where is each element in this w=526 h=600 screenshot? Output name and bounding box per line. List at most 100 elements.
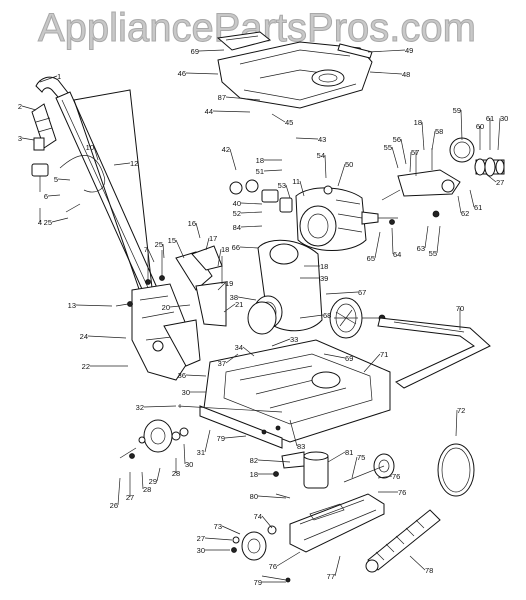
part-number-c71: 71	[380, 350, 388, 359]
part-number-c67: 67	[358, 288, 366, 297]
part-number-c58: 58	[435, 127, 443, 136]
leader-line-c21	[223, 303, 236, 313]
part-number-c75: 75	[357, 453, 365, 462]
pedal-lever	[175, 245, 227, 327]
leader-line-c56	[400, 138, 407, 165]
leader-line-c76c	[276, 551, 301, 567]
part-number-c27c: 27	[496, 178, 504, 187]
part-number-c82: 82	[250, 456, 258, 465]
cord-hook	[31, 103, 57, 149]
leader-line-c11	[299, 180, 305, 197]
part-number-c37: 37	[218, 359, 226, 368]
bottom-plate	[289, 493, 385, 553]
part-number-c56: 56	[393, 135, 401, 144]
part-number-c80: 80	[250, 492, 258, 501]
part-number-c6: 6	[44, 192, 48, 201]
part-number-c54: 54	[317, 151, 325, 160]
leader-line-c66	[239, 246, 259, 249]
part-number-c43: 43	[318, 135, 326, 144]
hood-cover	[217, 41, 373, 109]
hood-trim	[337, 43, 373, 59]
leader-line-c73	[221, 525, 241, 535]
leader-line-c15	[175, 239, 185, 259]
leader-line-c53	[285, 184, 291, 199]
part-number-c79b: 79	[254, 578, 262, 587]
part-number-c65: 65	[367, 254, 375, 263]
leader-line-c25b	[162, 243, 165, 259]
leader-line-c17	[205, 237, 210, 251]
leader-line-c29	[156, 467, 161, 482]
part-number-c46: 46	[178, 69, 186, 78]
part-number-c17: 17	[209, 234, 217, 243]
leader-line-c3	[21, 137, 35, 141]
part-number-c63: 63	[417, 244, 425, 253]
leader-line-c37	[225, 353, 239, 364]
part-number-c10: 10	[86, 143, 94, 152]
misc-screws	[261, 425, 291, 583]
hood-lid-top	[216, 31, 272, 51]
rear-wheel-right	[329, 297, 386, 339]
motor-belt-ring	[247, 301, 277, 335]
part-number-c30a: 30	[182, 388, 190, 397]
part-number-c30c: 30	[197, 546, 205, 555]
leader-line-c74	[261, 515, 273, 529]
leader-line-c76a	[377, 475, 393, 479]
leader-line-c20	[169, 304, 191, 308]
power-cord	[59, 155, 106, 213]
leader-line-c18e	[421, 121, 425, 151]
leader-line-c84	[240, 225, 263, 228]
leader-line-c36	[185, 374, 207, 377]
rear-wheel-left	[119, 419, 189, 459]
part-number-c72: 72	[457, 406, 465, 415]
leader-line-c64	[391, 227, 394, 255]
part-number-c27b: 27	[197, 534, 205, 543]
leader-line-c30b	[183, 443, 186, 465]
part-number-c18e: 18	[414, 118, 422, 127]
part-number-c20: 20	[162, 303, 170, 312]
part-number-c11: 11	[292, 177, 300, 186]
leader-line-c78	[409, 555, 426, 571]
part-number-c40: 40	[233, 199, 241, 208]
leader-line-c43	[295, 137, 319, 140]
part-number-c34: 34	[235, 343, 243, 352]
part-number-c27a: 27	[126, 493, 134, 502]
leader-line-c75	[351, 456, 358, 479]
leader-line-c71	[363, 353, 381, 373]
part-number-c57: 57	[411, 148, 419, 157]
leader-line-c55b	[436, 225, 441, 254]
leader-line-c1	[39, 75, 58, 83]
handle-tube	[55, 89, 159, 299]
leader-line-c30d	[497, 117, 501, 151]
part-number-c73: 73	[214, 522, 222, 531]
leader-line-c69b	[323, 353, 346, 359]
agitator-brush	[365, 509, 441, 573]
part-number-c76a: 76	[392, 472, 400, 481]
part-number-c16: 16	[188, 219, 196, 228]
leader-line-c63	[424, 225, 429, 249]
belt-ring	[449, 137, 475, 163]
part-number-c42: 42	[222, 145, 230, 154]
leader-line-c12	[113, 162, 131, 166]
part-number-c24: 24	[80, 332, 88, 341]
leader-line-c83	[289, 419, 298, 447]
part-number-c7: 7	[144, 245, 148, 254]
part-number-c39: 39	[320, 274, 328, 283]
part-number-c55a: 55	[384, 143, 392, 152]
leader-line-c28b	[141, 471, 144, 490]
part-number-c1: 1	[57, 72, 61, 81]
leader-line-c57	[409, 151, 412, 173]
leader-line-c42	[229, 148, 237, 171]
part-number-c84: 84	[233, 223, 241, 232]
part-number-c62: 62	[461, 209, 469, 218]
motor-assembly	[295, 187, 398, 251]
leader-line-c69a	[198, 49, 225, 52]
leader-line-c87	[225, 96, 261, 101]
part-number-c18a: 18	[221, 245, 229, 254]
part-number-c76c: 76	[269, 562, 277, 571]
part-number-c87: 87	[218, 93, 226, 102]
leader-line-c54	[324, 154, 327, 179]
part-number-c36: 36	[178, 371, 186, 380]
leader-line-c13	[75, 304, 113, 307]
